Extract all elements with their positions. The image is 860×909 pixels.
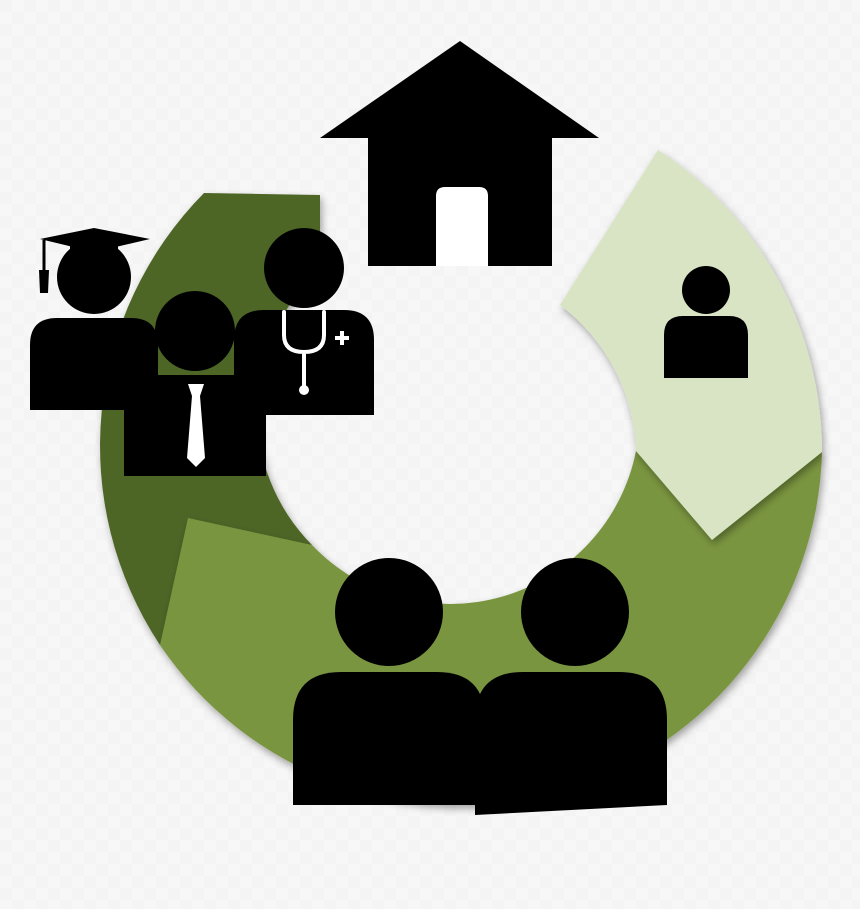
doctor-icon [234,228,374,415]
person-icon [664,266,748,378]
medical-cross-icon [335,331,349,345]
house-icon [320,41,599,266]
person-left-icon [293,558,485,805]
graduate-icon [30,228,158,410]
businessman-icon [124,291,266,476]
person-right-icon [475,558,667,815]
two-people-icon [293,558,667,815]
stethoscope-icon [282,310,326,390]
professionals-group-icon [30,228,374,476]
necktie-icon [187,384,205,467]
